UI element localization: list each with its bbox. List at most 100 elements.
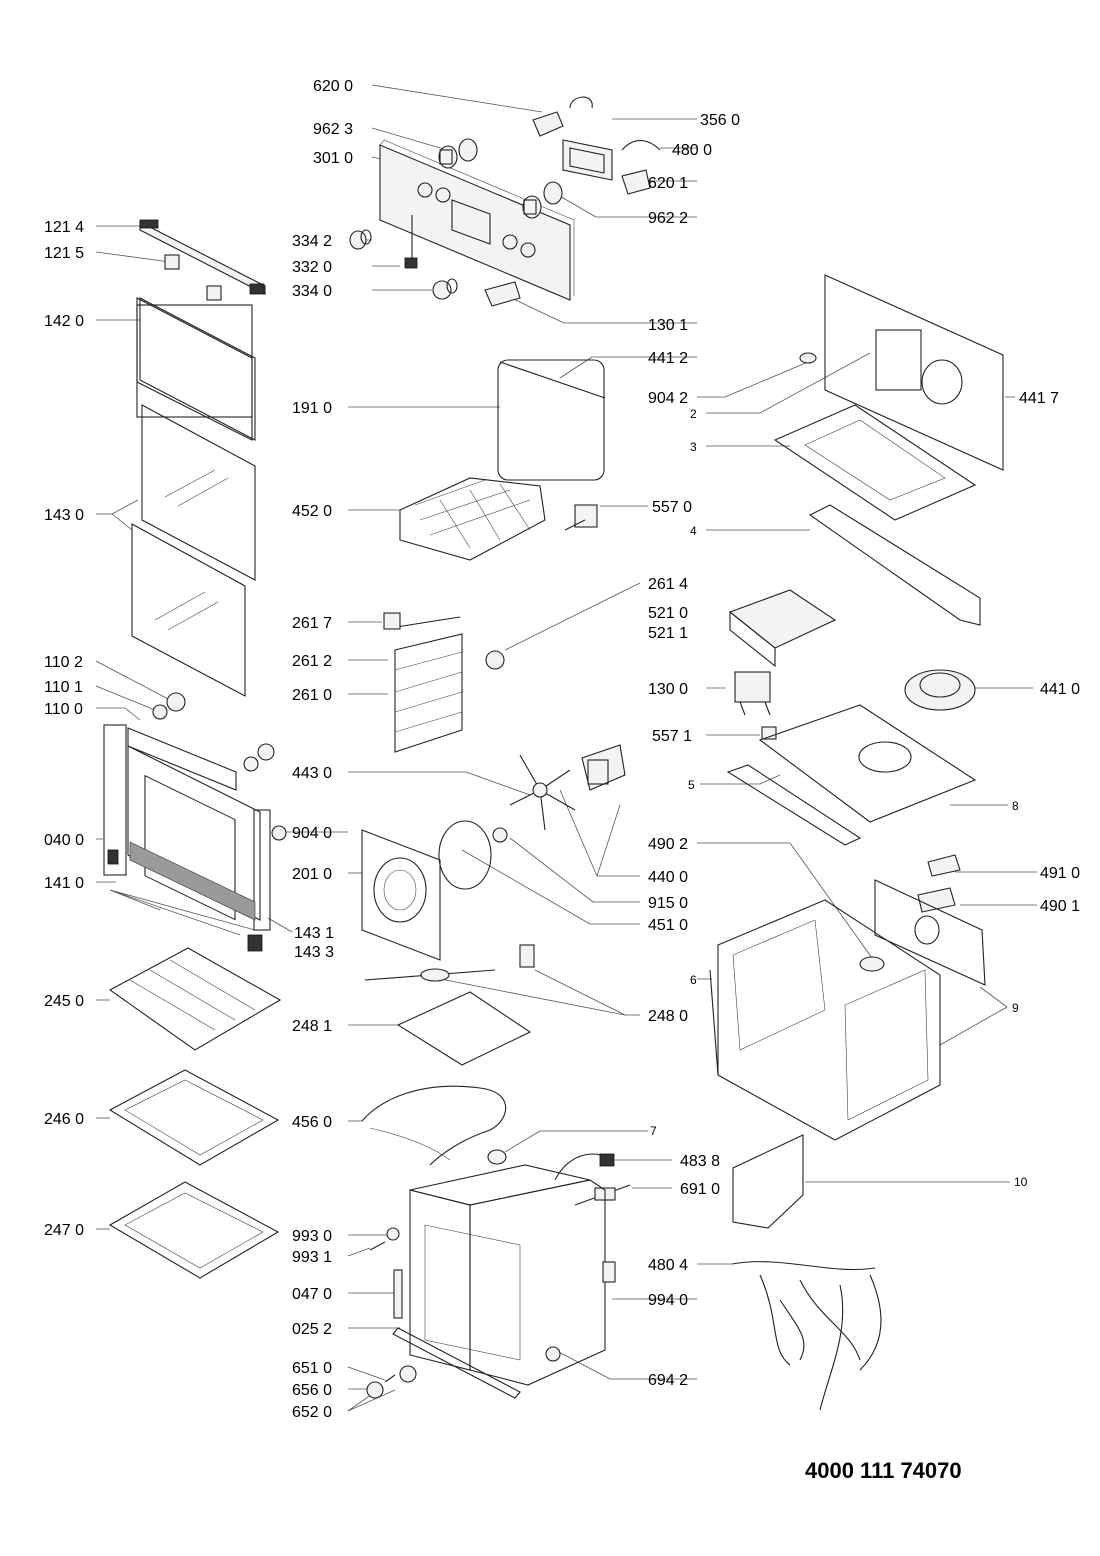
terminal-491-0 (927, 854, 961, 877)
label-121-5: 121 5 (44, 245, 84, 262)
cable-480-0 (621, 140, 661, 151)
label-456-0: 456 0 (292, 1114, 332, 1131)
label-7: 7 (650, 1124, 657, 1138)
label-656-0: 656 0 (292, 1382, 332, 1399)
cover-10 (732, 1134, 804, 1229)
label-261-4: 261 4 (648, 576, 688, 593)
label-130-1: 130 1 (648, 317, 688, 334)
label-6: 6 (690, 973, 697, 987)
grommet-904-0 (271, 825, 287, 841)
switch-620-0 (532, 96, 593, 137)
label-334-0: 334 0 (292, 283, 332, 300)
label-483-8: 483 8 (680, 1153, 720, 1170)
label-143-1: 143 1 (294, 925, 334, 942)
label-246-0: 246 0 (44, 1111, 84, 1128)
grill-element-452-0 (399, 477, 546, 561)
label-10: 10 (1014, 1175, 1028, 1189)
label-521-1: 521 1 (648, 625, 688, 642)
label-8: 8 (1012, 799, 1019, 813)
label-521-0: 521 0 (648, 605, 688, 622)
leader-lines (95, 84, 1037, 1412)
label-025-2: 025 2 (292, 1321, 332, 1338)
label-261-7: 261 7 (292, 615, 332, 632)
label-652-0: 652 0 (292, 1404, 332, 1421)
label-245-0: 245 0 (44, 993, 84, 1010)
hinge-141-0 (107, 849, 263, 952)
grommet-490-2 (859, 956, 885, 972)
label-141-0: 141 0 (44, 875, 84, 892)
label-142-0: 142 0 (44, 313, 84, 330)
hinge-121-5 (164, 254, 222, 301)
label-047-0: 047 0 (292, 1286, 332, 1303)
label-4: 4 (690, 524, 697, 538)
cable-483-8 (554, 1153, 615, 1181)
baking-tray-247-0 (108, 1181, 280, 1279)
label-994-0: 994 0 (648, 1292, 688, 1309)
label-248-0: 248 0 (648, 1008, 688, 1025)
control-panel-301-0 (379, 139, 575, 301)
label-620-1: 620 1 (648, 175, 688, 192)
cap-7 (487, 1149, 507, 1165)
label-440-0: 440 0 (648, 869, 688, 886)
shelf-248-1 (396, 991, 532, 1066)
motor-440-0 (581, 744, 626, 791)
label-301-0: 301 0 (313, 150, 353, 167)
relay-130-0 (734, 671, 771, 716)
label-441-7: 441 7 (1019, 390, 1059, 407)
door-frame-110-0 (103, 724, 271, 931)
label-443-0: 443 0 (292, 765, 332, 782)
label-261-2: 261 2 (292, 653, 332, 670)
oven-cavity-994-0 (409, 1164, 616, 1386)
label-441-0: 441 0 (1040, 681, 1080, 698)
display-356-0 (562, 139, 613, 181)
label-480-4: 480 4 (648, 1257, 688, 1274)
document-number: 4000 111 74070 (805, 1458, 962, 1483)
label-993-1: 993 1 (292, 1249, 332, 1266)
label-110-1: 110 1 (44, 679, 83, 696)
wire-rack-245-0 (108, 947, 282, 1051)
sensor-332-0 (404, 215, 418, 269)
seal-191-0 (497, 359, 606, 481)
thermostat-557-0 (564, 504, 598, 531)
label-201-0: 201 0 (292, 866, 332, 883)
label-9: 9 (1012, 1001, 1019, 1015)
label-962-3: 962 3 (313, 121, 353, 138)
label-3: 3 (690, 440, 697, 454)
label-993-0: 993 0 (292, 1228, 332, 1245)
bottom-element-456-0 (361, 1085, 507, 1166)
lamp-651-0 (384, 1365, 417, 1383)
grommet-904-2 (799, 352, 817, 364)
label-691-0: 691 0 (680, 1181, 720, 1198)
label-557-0: 557 0 (652, 499, 692, 516)
label-490-2: 490 2 (648, 836, 688, 853)
label-2: 2 (690, 407, 697, 421)
label-121-4: 121 4 (44, 219, 84, 236)
label-248-1: 248 1 (292, 1018, 332, 1035)
knob-962-3 (438, 138, 478, 169)
bracket-490-1 (917, 887, 956, 913)
label-451-0: 451 0 (648, 917, 688, 934)
label-557-1: 557 1 (652, 728, 692, 745)
label-904-2: 904 2 (648, 390, 688, 407)
label-915-0: 915 0 (648, 895, 688, 912)
clip-130-1 (484, 281, 521, 307)
disc-110-2 (166, 692, 186, 712)
fan-cover-201-0 (361, 829, 441, 961)
ring-element-451-0 (438, 820, 492, 890)
label-261-0: 261 0 (292, 687, 332, 704)
control-board-521-0 (728, 589, 837, 668)
label-247-0: 247 0 (44, 1222, 84, 1239)
probe-248-0 (364, 944, 535, 982)
lamp-261-4 (485, 650, 505, 670)
label-904-0: 904 0 (292, 825, 332, 842)
side-panel-9 (874, 879, 986, 986)
label-452-0: 452 0 (292, 503, 332, 520)
label-143-0: 143 0 (44, 507, 84, 524)
knob-334-0 (432, 278, 458, 300)
label-694-2: 694 2 (648, 1372, 688, 1389)
label-040-0: 040 0 (44, 832, 84, 849)
wiring-harness-480-4 (731, 1261, 882, 1411)
label-110-0: 110 0 (44, 701, 83, 718)
label-480-0: 480 0 (672, 142, 712, 159)
inner-glass-142-0 (136, 297, 256, 441)
